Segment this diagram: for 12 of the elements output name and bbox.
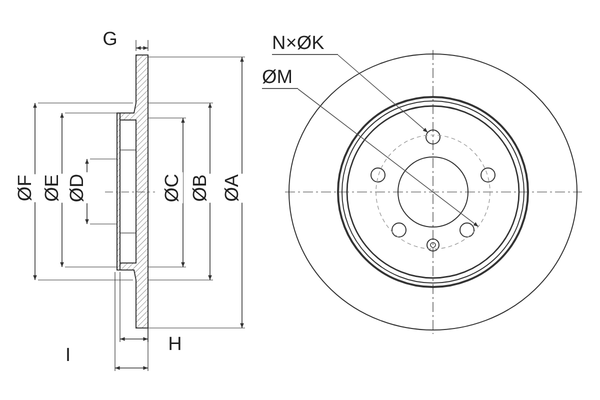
dimension-label: ØA — [223, 173, 243, 203]
dimension-label: ØF — [16, 174, 36, 202]
leader-line — [338, 54, 428, 133]
leader-line — [298, 88, 479, 227]
dimension-label: ØD — [68, 172, 88, 204]
bolt-hole — [426, 130, 440, 144]
bolt-circle — [376, 134, 490, 250]
dimension-label: ØC — [163, 172, 183, 204]
leader-label: N×ØK — [272, 34, 338, 55]
dimension-label: ØE — [43, 173, 63, 203]
dimension-label: ØB — [191, 173, 211, 203]
leader-label: ØM — [262, 68, 298, 89]
